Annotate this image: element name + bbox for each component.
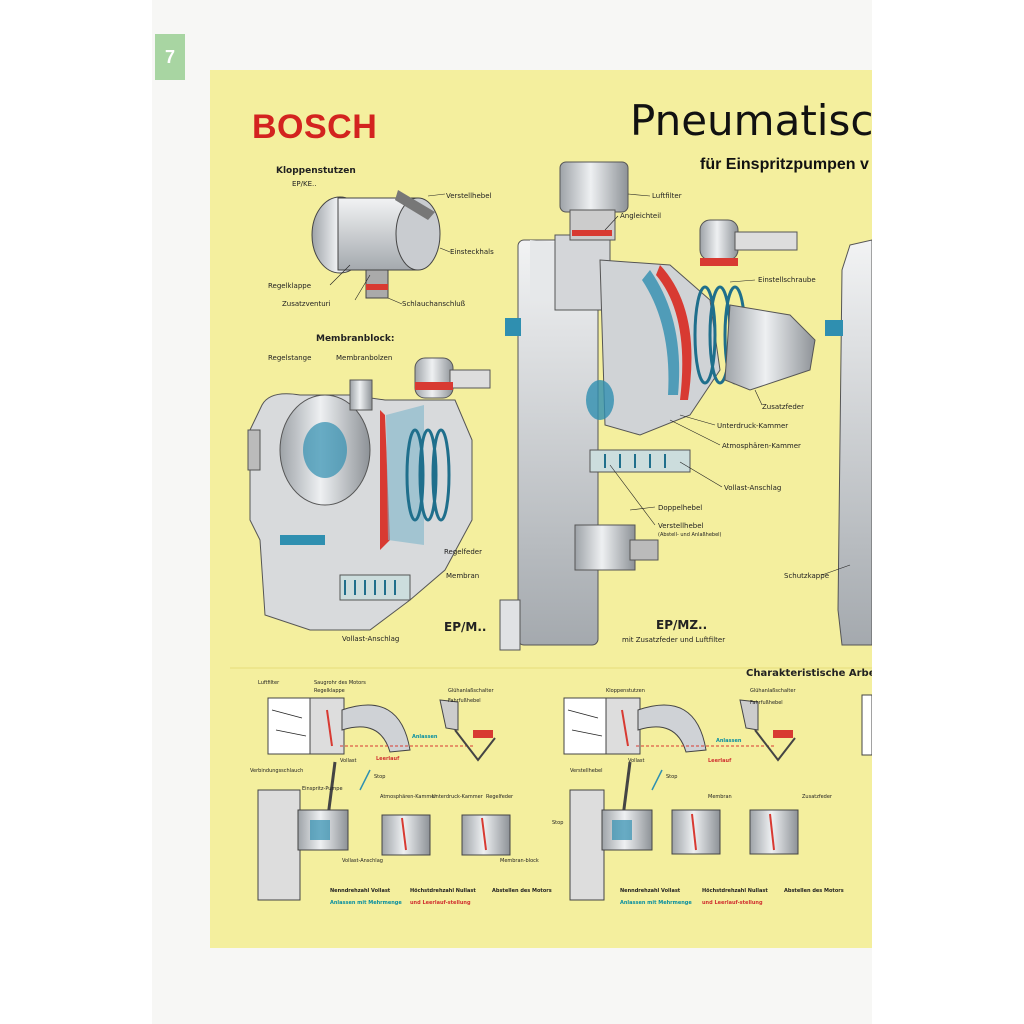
label-zusatzfeder: Zusatzfeder <box>762 403 804 411</box>
ls-anlassen: Anlassen <box>412 734 438 740</box>
rs-caption-3-title: Abstellen des Motors <box>784 888 844 894</box>
label-angleichteil: Angleichteil <box>620 212 662 220</box>
left-schema-drawing <box>257 697 511 901</box>
rs-fahrfusshebel: Fahrfußhebel <box>750 700 783 706</box>
rs-caption-1-title: Nenndrehzahl Vollast <box>620 888 681 894</box>
ls-caption-2-title: Höchstdrehzahl Nullast <box>410 888 476 894</box>
ls-leerlauf: Leerlauf <box>376 756 400 762</box>
klappenstutzen-drawing <box>311 190 451 305</box>
membran-heading: Membranblock: <box>316 334 395 344</box>
label-membranbolzen: Membranbolzen <box>336 354 393 362</box>
center-pump-drawing <box>499 161 816 651</box>
charakteristische-heading: Charakteristische Arbeit <box>746 668 872 679</box>
label-regelklappe: Regelklappe <box>268 282 312 290</box>
right-schema-drawing <box>563 694 872 901</box>
rs-zusatzfeder: Zusatzfeder <box>802 794 832 800</box>
rs-stop-top: Stop <box>666 774 678 780</box>
ls-gluehanlassschalter: Glühanlaßschalter <box>448 688 494 694</box>
ls-vollast-anschlag: Vollast-Anschlag <box>342 858 383 864</box>
rs-membran: Membran <box>708 794 732 800</box>
label-unterdruck-kammer: Unterdruck-Kammer <box>717 422 789 430</box>
label-verstellhebel-top: Verstellhebel <box>446 192 492 200</box>
klappen-heading: Kloppenstutzen <box>276 166 356 176</box>
ls-caption-1-title: Nenndrehzahl Vollast <box>330 888 391 894</box>
klappen-code: EP/KE.. <box>292 180 317 188</box>
rs-caption-2-note: und Leerlauf-stellung <box>702 900 763 906</box>
ls-fahrfusshebel: Fahrfußhebel <box>448 698 481 704</box>
label-vollast-anschlag-center: Vollast-Anschlag <box>724 484 782 492</box>
membranblock-drawing <box>247 357 491 631</box>
page-number-badge: 7 <box>155 34 185 80</box>
label-schlauchanschluss: Schlauchanschluß <box>402 300 466 308</box>
label-einstellschraube: Einstellschraube <box>758 276 816 284</box>
ls-vollast: Vollast <box>340 758 357 764</box>
label-vollast-anschlag-left: Vollast-Anschlag <box>342 635 400 643</box>
ls-regelfeder: Regelfeder <box>486 794 514 800</box>
rs-caption-1-note: Anlassen mit Mehrmenge <box>620 900 692 906</box>
ls-verbindungsschlauch: Verbindungsschlauch <box>250 768 304 774</box>
label-membran: Membran <box>446 572 480 580</box>
model-epmz-note: mit Zusatzfeder und Luftfilter <box>622 636 726 644</box>
label-einsteckhals: Einsteckhals <box>450 248 494 256</box>
ls-membranblock: Membran-block <box>500 858 539 864</box>
ls-atmosphaeren-kammer: Atmosphären-Kammer <box>380 794 437 800</box>
ls-luftfilter: Luftfilter <box>258 680 280 686</box>
rs-vollast: Vollast <box>628 758 645 764</box>
right-pump-partial <box>825 239 872 646</box>
center-leader-lines <box>604 193 851 576</box>
ls-caption-1-note: Anlassen mit Mehrmenge <box>330 900 402 906</box>
rs-caption-2-title: Höchstdrehzahl Nullast <box>702 888 768 894</box>
rs-anlassen: Anlassen <box>716 738 742 744</box>
rs-stop-bottom: Stop <box>552 820 564 826</box>
label-zusatzventuri: Zusatzventuri <box>282 300 331 308</box>
rs-kloppenstutzen: Kloppenstutzen <box>606 688 645 694</box>
bosch-poster: BOSCH Pneumatisc für Einspritzpumpen v K… <box>210 70 872 948</box>
rs-gluehanlassschalter: Glühanlaßschalter <box>750 688 796 694</box>
label-doppelhebel: Doppelhebel <box>658 504 703 512</box>
bosch-logo: BOSCH <box>252 108 378 146</box>
poster-illustration <box>230 161 872 901</box>
label-luftfilter: Luftfilter <box>652 192 682 200</box>
rs-verstellhebel: Verstellhebel <box>570 768 603 774</box>
ls-caption-3-title: Abstellen des Motors <box>492 888 552 894</box>
poster-subtitle: für Einspritzpumpen v <box>700 156 869 173</box>
ls-caption-2-note: und Leerlauf-stellung <box>410 900 471 906</box>
ls-saugrohr: Saugrohr des Motors <box>314 680 366 686</box>
poster-title: Pneumatisc <box>630 96 872 145</box>
ls-regelklappe: Regelklappe <box>314 688 345 694</box>
model-epm: EP/M.. <box>444 620 487 634</box>
label-regelstange: Regelstange <box>268 354 312 362</box>
label-regelfeder: Regelfeder <box>444 548 482 556</box>
ls-unterdruck-kammer: Unterdruck-Kammer <box>432 794 483 800</box>
label-verstellhebel-center: Verstellhebel <box>658 522 704 530</box>
ls-stop: Stop <box>374 774 386 780</box>
model-epmz: EP/MZ.. <box>656 618 708 632</box>
label-schutzkappe: Schutzkappe <box>784 572 829 580</box>
label-abstell-anlasshebel: (Abstell- und Anlaßhebel) <box>658 532 722 538</box>
rs-leerlauf: Leerlauf <box>708 758 732 764</box>
label-atmosphaeren-kammer: Atmosphären-Kammer <box>722 442 801 450</box>
ls-einspritz-pumpe: Einspritz-Pumpe <box>302 786 343 792</box>
